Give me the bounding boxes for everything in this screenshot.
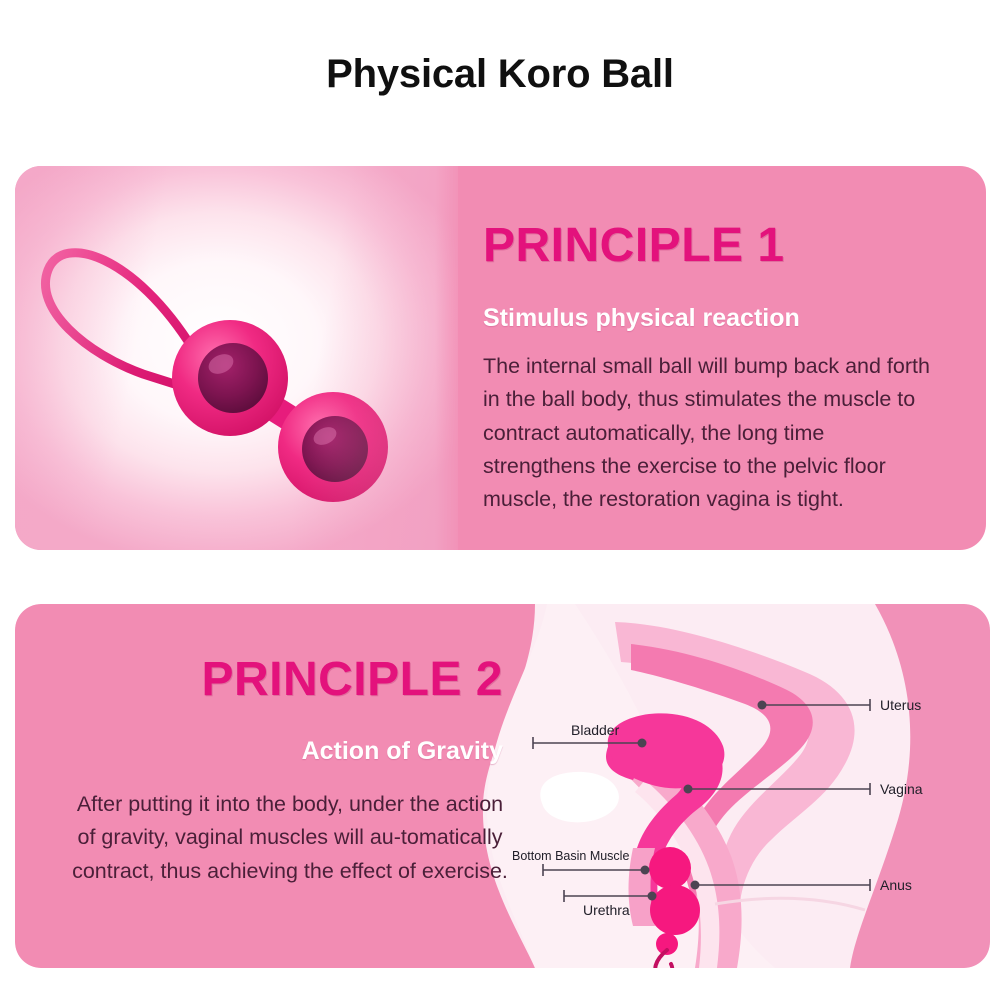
label-anus: Anus: [880, 877, 912, 893]
principle-1-panel: PRINCIPLE 1 Stimulus physical reaction T…: [15, 166, 986, 550]
label-urethra: Urethra: [583, 902, 630, 918]
principle-2-body: After putting it into the body, under th…: [72, 792, 508, 883]
label-uterus: Uterus: [880, 697, 922, 713]
product-photo: [15, 166, 458, 550]
principle-1-text: PRINCIPLE 1 Stimulus physical reaction T…: [483, 166, 983, 550]
label-vagina: Vagina: [880, 781, 923, 797]
label-bladder: Bladder: [571, 722, 620, 738]
label-bottom-basin-muscle: Bottom Basin Muscle: [512, 849, 630, 863]
principle-1-subhead: Stimulus physical reaction: [483, 304, 800, 332]
principle-2-subhead: Action of Gravity: [301, 737, 503, 765]
pelvic-anatomy-diagram: [15, 604, 990, 968]
principle-1-kicker: PRINCIPLE 1: [483, 219, 785, 272]
principle-2-kicker: PRINCIPLE 2: [201, 653, 503, 706]
principle-1-body: The internal small ball will bump back a…: [483, 354, 930, 512]
kegel-balls-illustration: [41, 248, 388, 502]
photo-fade-edge: [435, 166, 481, 550]
principle-2-text: PRINCIPLE 2 Action of Gravity After putt…: [45, 604, 515, 968]
principle-2-panel: Uterus Vagina Anus Bladder Bottom Basin …: [15, 604, 990, 968]
page-title: Physical Koro Ball: [326, 52, 674, 96]
